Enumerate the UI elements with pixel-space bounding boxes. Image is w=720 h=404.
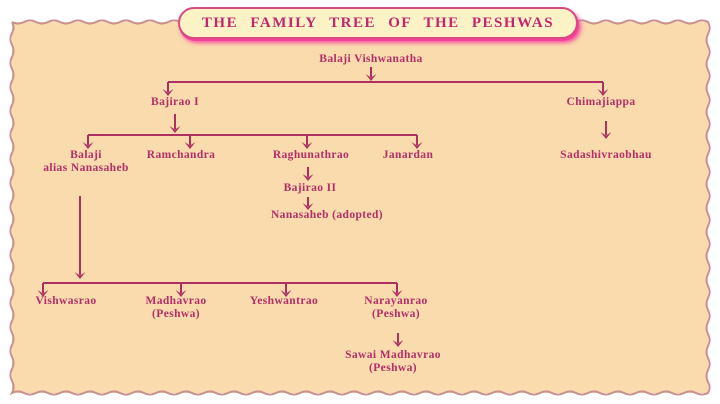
node-vishwasrao: Vishwasrao — [35, 295, 97, 307]
node-chimajiappa: Chimajiappa — [566, 96, 636, 108]
node-nanasaheb-adopted: Nanasaheb (adopted) — [270, 209, 384, 221]
page-title: THE FAMILY TREE OF THE PESHWAS — [201, 14, 555, 31]
node-narayanrao: Narayanrao (Peshwa) — [364, 295, 428, 320]
node-balaji-nanasaheb: Balaji alias Nanasaheb — [43, 149, 129, 174]
node-yeshwantrao: Yeshwantrao — [249, 295, 319, 307]
node-bajirao-i: Bajirao I — [151, 96, 199, 108]
node-janardan: Janardan — [382, 149, 434, 161]
node-sadashivraobhau: Sadashivraobhau — [560, 149, 652, 161]
node-balaji-vishwanatha: Balaji Vishwanatha — [319, 53, 423, 65]
title-banner: THE FAMILY TREE OF THE PESHWAS — [178, 7, 578, 39]
diagram-panel — [12, 22, 708, 393]
node-raghunathrao: Raghunathrao — [272, 149, 350, 161]
node-madhavrao: Madhavrao (Peshwa) — [145, 295, 207, 320]
node-bajirao-ii: Bajirao II — [283, 182, 337, 194]
node-sawai-madhavrao: Sawai Madhavrao (Peshwa) — [345, 349, 441, 374]
node-ramchandra: Ramchandra — [146, 149, 216, 161]
